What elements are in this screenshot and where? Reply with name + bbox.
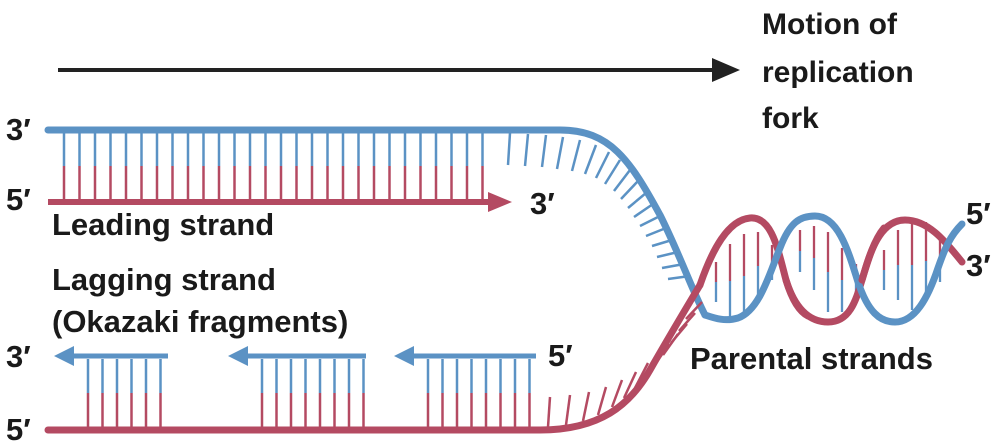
parental-double-helix xyxy=(696,212,966,326)
okazaki-label: (Okazaki fragments) xyxy=(52,304,349,339)
exposed-base-tick xyxy=(594,151,611,179)
okazaki-fragment-arrowhead xyxy=(228,346,248,366)
exposed-base-tick xyxy=(670,323,688,344)
motion-arrowhead xyxy=(712,58,740,82)
lagging-strand-label: Lagging strand xyxy=(52,262,276,297)
exposed-base-tick xyxy=(620,180,639,200)
leading-base-pairs xyxy=(62,133,484,199)
bottom-left-3prime: 3′ xyxy=(6,339,31,374)
exposed-base-tick xyxy=(540,134,548,168)
exposed-base-tick xyxy=(596,386,608,416)
exposed-base-tick xyxy=(583,144,598,175)
helix-red-backbone xyxy=(696,214,966,326)
top-strand-exposed-bases xyxy=(506,132,691,281)
exposed-base-tick xyxy=(633,362,650,389)
okazaki-fragments xyxy=(54,346,536,427)
exposed-base-tick xyxy=(656,250,679,259)
helix-red-overlap xyxy=(782,276,812,320)
exposed-base-tick xyxy=(633,202,654,219)
okazaki-fragment-arrowhead xyxy=(394,346,414,366)
helix-red-overlap xyxy=(858,224,888,284)
motion-label-line1: Motion of xyxy=(762,8,897,41)
exposed-base-tick xyxy=(639,214,661,228)
exposed-base-tick xyxy=(570,139,582,172)
exposed-base-tick xyxy=(613,169,631,192)
right-3prime: 3′ xyxy=(966,248,991,283)
leading-end-3prime: 3′ xyxy=(530,186,555,221)
exposed-base-tick xyxy=(564,394,572,426)
exposed-base-tick xyxy=(643,353,661,378)
leading-strand-label: Leading strand xyxy=(52,207,275,242)
top-left-3prime: 3′ xyxy=(6,112,31,147)
top-left-5prime: 5′ xyxy=(6,182,31,217)
exposed-base-tick xyxy=(506,132,512,166)
exposed-base-tick xyxy=(627,192,647,209)
exposed-base-tick xyxy=(678,312,696,332)
motion-label-line3: fork xyxy=(762,102,819,135)
exposed-base-tick xyxy=(555,136,565,170)
exposed-base-tick xyxy=(651,238,673,248)
exposed-base-tick xyxy=(610,379,624,408)
top-parental-strand xyxy=(44,126,709,319)
bottom-strand-exposed-bases xyxy=(546,301,703,428)
bottom-left-5prime: 5′ xyxy=(6,412,31,447)
right-5prime: 5′ xyxy=(966,196,991,231)
lagging-5prime: 5′ xyxy=(548,338,573,373)
exposed-base-tick xyxy=(645,226,667,238)
motion-label-line2: replication xyxy=(762,56,914,89)
helix-blue-backbone xyxy=(701,212,966,326)
exposed-base-tick xyxy=(603,159,622,185)
exposed-base-tick xyxy=(622,371,638,399)
exposed-base-tick xyxy=(523,133,530,167)
okazaki-fragment-arrowhead xyxy=(54,346,74,366)
exposed-base-tick xyxy=(581,391,591,422)
exposed-base-tick xyxy=(667,274,691,281)
leading-strand-arrowhead xyxy=(488,192,512,212)
parental-strands-label: Parental strands xyxy=(690,341,933,376)
exposed-base-tick xyxy=(685,301,703,320)
exposed-base-tick xyxy=(652,343,671,367)
exposed-base-tick xyxy=(546,396,552,428)
exposed-base-tick xyxy=(661,262,685,270)
